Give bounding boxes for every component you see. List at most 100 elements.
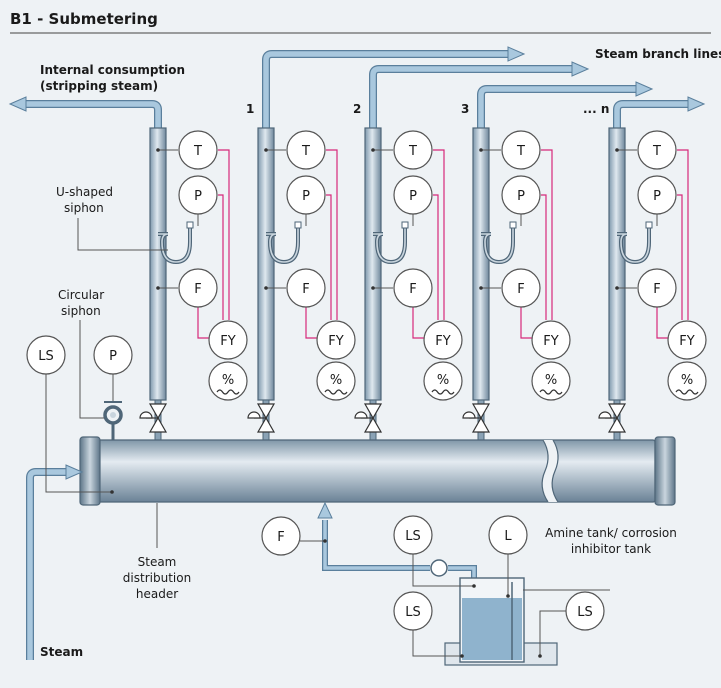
steam-branch-line-1 [262, 46, 526, 132]
temperature-sensor [393, 130, 433, 170]
circular-siphon-label-1: Circular [58, 288, 104, 302]
wave-symbol [431, 389, 455, 395]
temperature-signal-line [433, 149, 445, 320]
tap-point [156, 148, 160, 152]
temperature-sensor-label: T [652, 144, 661, 159]
steam-branch-line-2 [369, 61, 590, 132]
temperature-sensor [286, 130, 326, 170]
amine-flow-meter-label: F [277, 530, 284, 545]
flow-computer-label: FY [435, 334, 450, 349]
temperature-sensor-label: T [408, 144, 417, 159]
tap-point [371, 148, 375, 152]
header-pressure-gauge-label: P [109, 349, 117, 364]
tank-level-switch-low-label: LS [405, 605, 421, 620]
shutoff-valve-lower [471, 416, 491, 433]
tank-level-switch-high [393, 515, 433, 555]
shutoff-valve [471, 403, 491, 420]
temperature-sensor-label: T [193, 144, 202, 159]
header-label-3: header [136, 587, 178, 601]
shutoff-valve-lower [363, 416, 383, 433]
amine-injection-system: F LS L LS LS Amine tank/ corrosion inhib… [261, 501, 677, 666]
u-shaped-siphon-label-2: siphon [64, 201, 104, 215]
flow-computer [316, 320, 356, 360]
tap-point [615, 148, 619, 152]
header-end-cap-right [654, 436, 676, 506]
tank-liquid [462, 598, 522, 660]
flow-signal-line [520, 307, 533, 339]
flow-meter [637, 268, 677, 308]
temperature-sensor-label: T [301, 144, 310, 159]
riser-pipe [364, 127, 382, 401]
pressure-sensor-label: P [653, 189, 661, 204]
amine-flow-meter [261, 516, 301, 556]
percent-display-label: % [681, 373, 693, 388]
header-instruments: LS P [26, 335, 133, 494]
steam-branch-line-3 [477, 81, 654, 132]
flow-computer [531, 320, 571, 360]
flow-computer-label: FY [220, 334, 235, 349]
tap-point [264, 286, 268, 290]
shutoff-valve-lower [256, 416, 276, 433]
flow-signal-line [412, 307, 425, 339]
shutoff-valve [256, 403, 276, 420]
steam-inlet-label: Steam [40, 645, 83, 659]
flow-meter [286, 268, 326, 308]
valve-actuator [598, 411, 612, 419]
tank-level-switch-low [393, 591, 433, 631]
shutoff-valve [363, 403, 383, 420]
pressure-sensor-label: P [194, 189, 202, 204]
pressure-signal-line [433, 194, 439, 320]
percent-display-label: % [222, 373, 234, 388]
pressure-sensor-label: P [517, 189, 525, 204]
pressure-sensor [393, 175, 433, 215]
tap-point [156, 286, 160, 290]
stripping-steam-label: (stripping steam) [40, 79, 158, 93]
u-shaped-siphon-leader [77, 218, 168, 251]
u-shaped-siphon-core [158, 228, 191, 263]
percent-display-label: % [437, 373, 449, 388]
percent-display-label: % [545, 373, 557, 388]
steam-branch-line-n [613, 96, 706, 132]
circular-siphon-label-2: siphon [61, 304, 101, 318]
valve-actuator [462, 411, 476, 419]
flow-meter-label: F [409, 282, 416, 297]
valve-actuator [139, 411, 153, 419]
siphon-valve [509, 221, 517, 229]
tap-point [615, 286, 619, 290]
wave-symbol [675, 389, 699, 395]
flow-meter-label: F [517, 282, 524, 297]
percent-display-label: % [330, 373, 342, 388]
branch-number-3: 3 [461, 102, 469, 116]
tray-level-switch-label: LS [577, 605, 593, 620]
siphon-valve [401, 221, 409, 229]
tank-level-transmitter [488, 515, 528, 555]
tray-level-switch [565, 591, 605, 631]
riser-pipe [472, 127, 490, 401]
siphon-valve [294, 221, 302, 229]
riser-pipe [149, 127, 167, 401]
column-branch-n: T P F FY% [598, 127, 707, 441]
flow-meter-label: F [194, 282, 201, 297]
flow-computer [667, 320, 707, 360]
flow-meter-label: F [653, 282, 660, 297]
flow-meter-label: F [302, 282, 309, 297]
flow-meter [393, 268, 433, 308]
circular-siphon [103, 405, 123, 425]
tap-point [479, 148, 483, 152]
temperature-sensor [178, 130, 218, 170]
riser-pipe [257, 127, 275, 401]
internal-consumption-label: Internal consumption [40, 63, 185, 77]
flow-computer-label: FY [543, 334, 558, 349]
header-label-1: Steam [138, 555, 177, 569]
pressure-signal-line [541, 194, 547, 320]
circular-siphon-leader [79, 320, 104, 419]
temperature-sensor [501, 130, 541, 170]
header-level-switch-label: LS [38, 349, 54, 364]
temperature-signal-line [677, 149, 689, 320]
flow-computer-label: FY [679, 334, 694, 349]
temperature-signal-line [326, 149, 338, 320]
pressure-sensor-label: P [302, 189, 310, 204]
u-shaped-siphon-core [481, 228, 514, 263]
